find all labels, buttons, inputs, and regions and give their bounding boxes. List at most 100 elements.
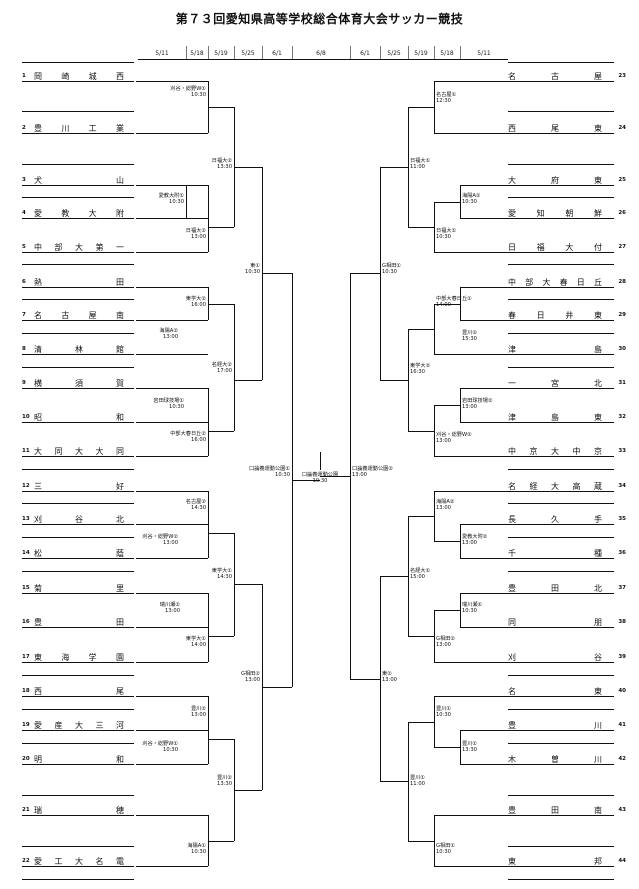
team-name-char: 田 xyxy=(116,618,124,627)
team-name-char: 府 xyxy=(551,176,559,185)
team-name-char: 工 xyxy=(88,124,97,133)
team-name-char: 大 xyxy=(75,721,83,730)
team-name-char: 中 xyxy=(572,447,581,456)
team-name: 松蔭 xyxy=(34,548,124,559)
team-name-char: 中 xyxy=(34,243,42,252)
team-line xyxy=(22,185,134,186)
team-name: 木曽川 xyxy=(508,754,602,765)
team-name-char: 大 xyxy=(551,447,559,456)
team-name: 横須賀 xyxy=(34,378,124,389)
right-row-divider xyxy=(508,197,614,198)
team-line xyxy=(22,558,134,559)
team-line xyxy=(22,252,134,253)
team-name: 昭和 xyxy=(34,412,124,423)
date-divider xyxy=(350,46,351,59)
bracket-line xyxy=(408,107,409,227)
kickoff-time: 10:30 xyxy=(169,404,184,410)
kickoff-time: 14:30 xyxy=(217,574,232,580)
bracket-line xyxy=(380,576,408,577)
team-name-char: 屋 xyxy=(88,311,97,320)
bracket-line xyxy=(434,252,508,253)
left-row-divider xyxy=(22,846,134,847)
team-number: 21 xyxy=(22,807,30,813)
team-number: 15 xyxy=(22,585,30,591)
bracket-line xyxy=(460,764,508,765)
left-row-divider xyxy=(22,795,134,796)
venue-name: 日福大① xyxy=(436,228,457,234)
bracket-line xyxy=(136,422,208,423)
date-divider xyxy=(208,46,209,59)
team-name-char: 津 xyxy=(508,413,516,422)
team-name-char: 大 xyxy=(508,176,516,185)
date-divider xyxy=(262,46,263,59)
venue-name: 中部大春日丘② xyxy=(170,431,206,437)
team-number: 40 xyxy=(618,688,626,694)
bracket-line xyxy=(262,686,292,688)
team-number: 44 xyxy=(618,858,626,864)
team-name: 刈谷北 xyxy=(34,514,124,525)
team-name-char: 南 xyxy=(115,311,124,320)
team-name-char: 長 xyxy=(508,515,516,524)
team-name-char: 名 xyxy=(508,687,516,696)
bracket-line xyxy=(292,480,320,482)
kickoff-time: 10:30 xyxy=(382,269,397,275)
bracket-line xyxy=(208,107,234,108)
bracket-line xyxy=(136,388,208,389)
team-number: 36 xyxy=(618,550,626,556)
venue-name: 岩田球技場② xyxy=(462,398,493,404)
team-name-char: 学 xyxy=(88,653,97,662)
kickoff-time: 10:30 xyxy=(191,92,206,98)
